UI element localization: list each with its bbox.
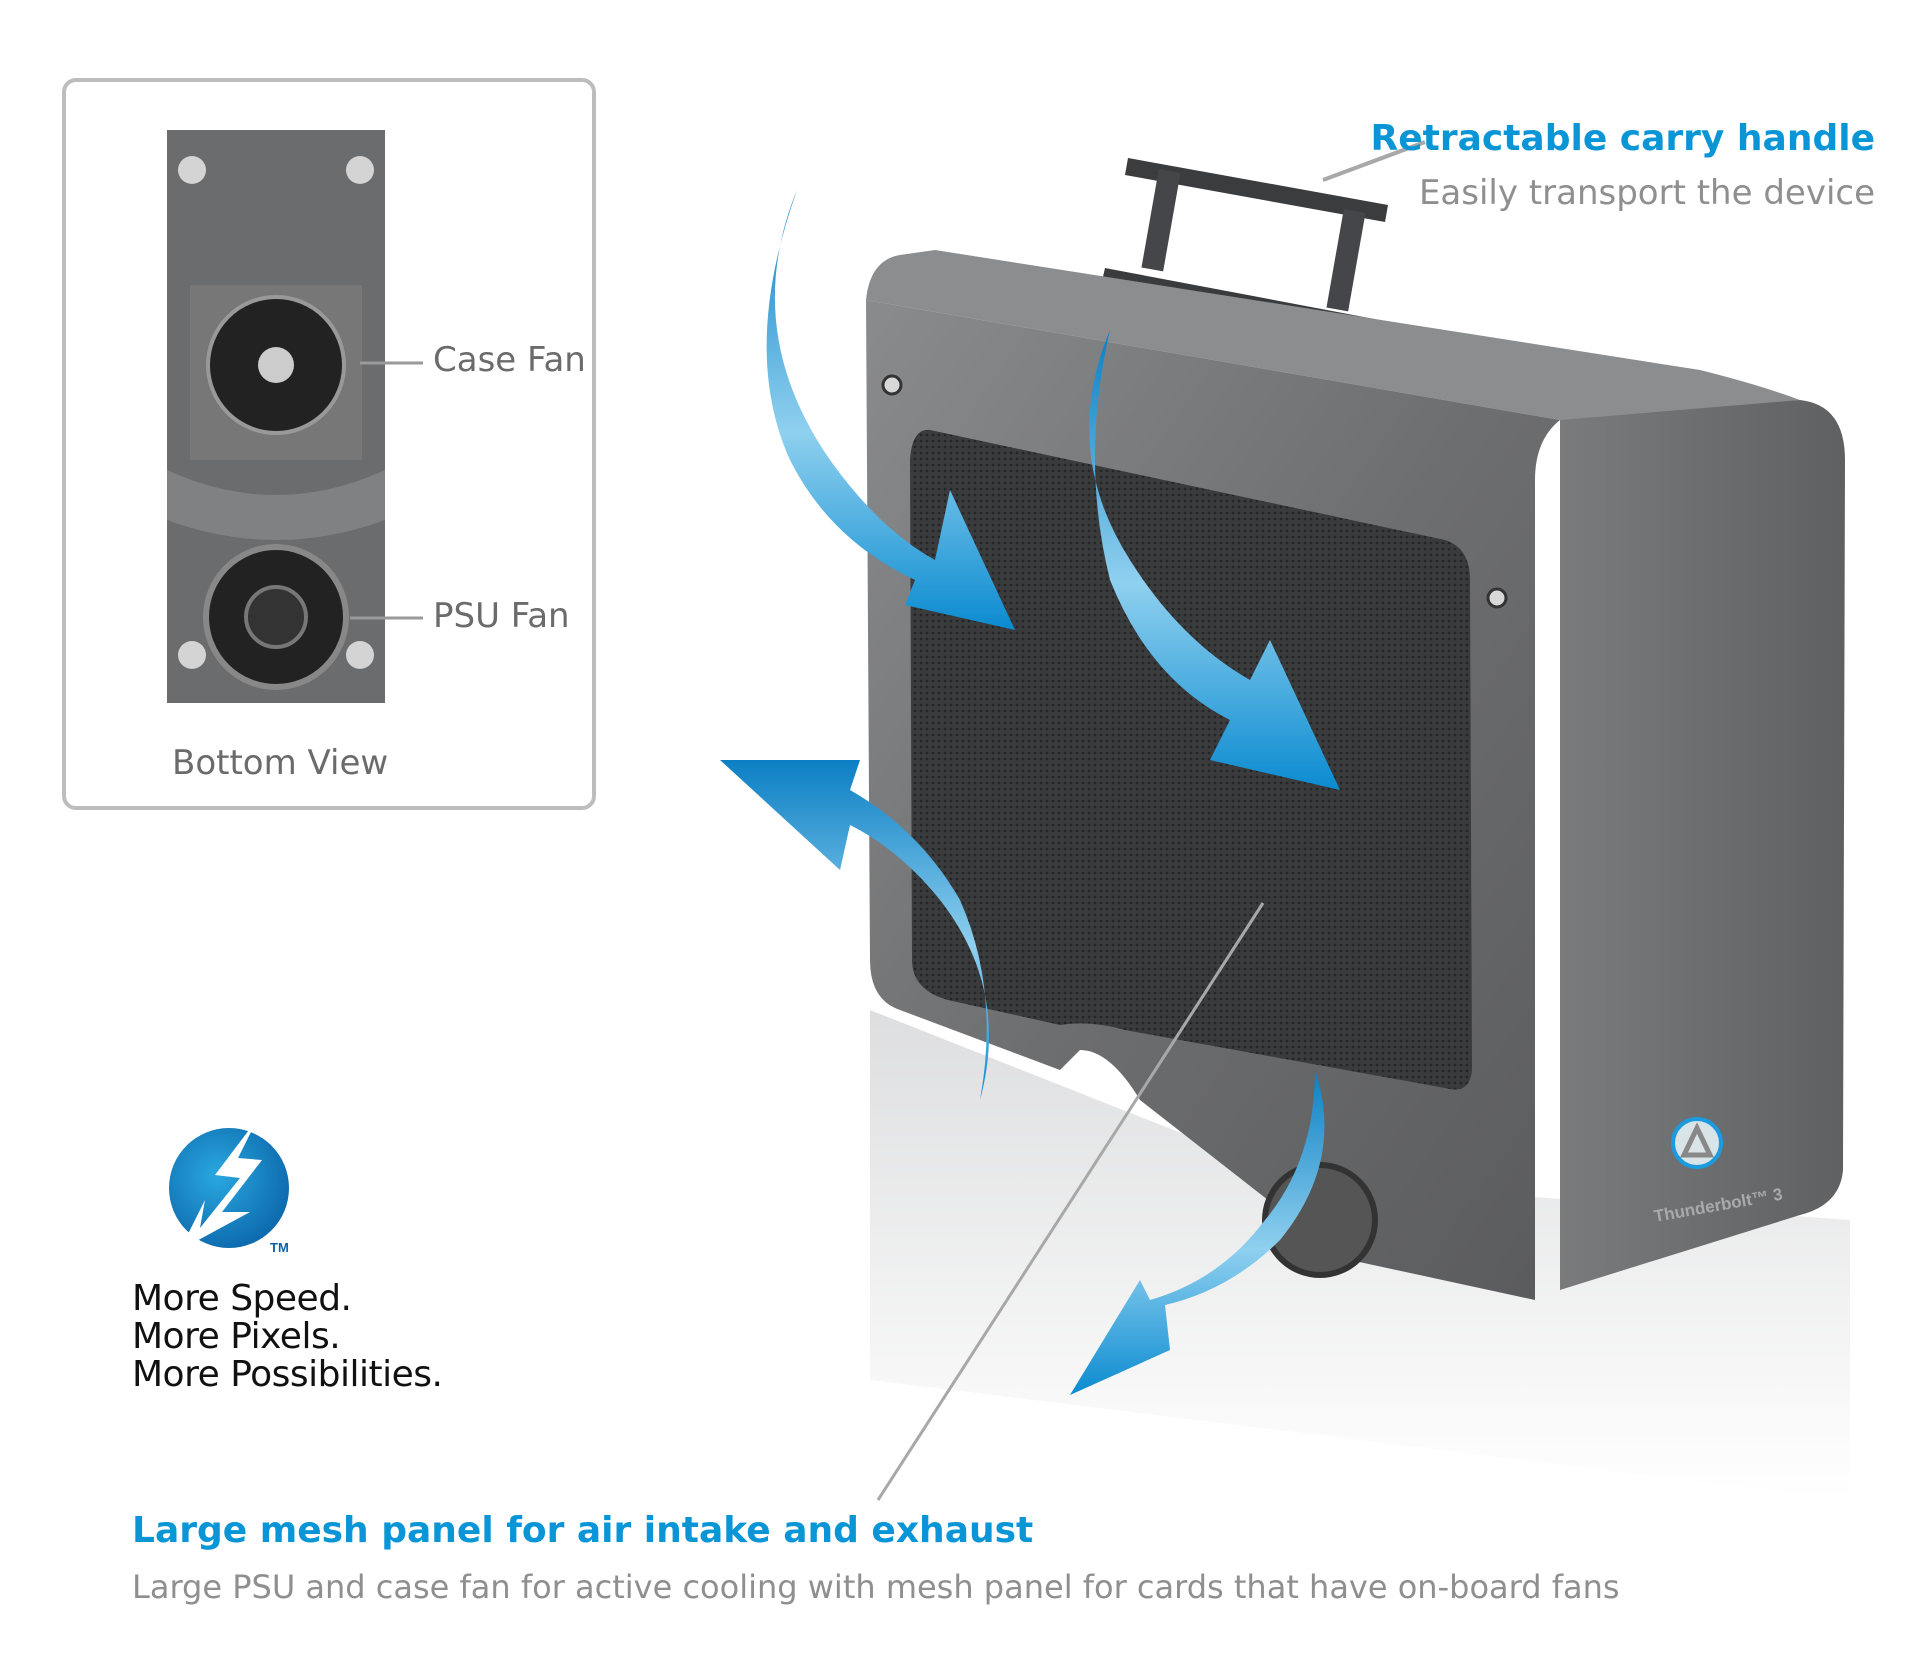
mesh-panel (910, 429, 1472, 1090)
case-fan-label: Case Fan (433, 340, 586, 380)
bottom-view-image (167, 130, 385, 703)
bottom-view-caption: Bottom View (172, 743, 389, 783)
power-button (1671, 1117, 1723, 1169)
device-side (1560, 400, 1845, 1290)
screw-icon (1486, 587, 1508, 609)
airflow-arrow-icon (720, 190, 1340, 1395)
handle-callout-subtitle: Easily transport the device (1418, 173, 1875, 213)
screw-icon (881, 374, 903, 396)
psu-fan-label: PSU Fan (433, 596, 570, 636)
mesh-callout-subtitle: Large PSU and case fan for active coolin… (132, 1568, 1620, 1606)
tagline: More Pixels. (132, 1316, 341, 1357)
trademark: TM (270, 1240, 289, 1255)
mesh-callout-title: Large mesh panel for air intake and exha… (132, 1510, 1034, 1551)
tagline: More Speed. (132, 1278, 352, 1319)
bottom-view-inset (62, 78, 596, 810)
taglines: More Speed. More Pixels. More Possibilit… (132, 1278, 443, 1395)
device-top (866, 250, 1800, 420)
tagline: More Possibilities. (132, 1354, 443, 1395)
thunderbolt-logo-icon (169, 1118, 289, 1250)
mesh-leader-line (876, 902, 1265, 1501)
handle-callout-title: Retractable carry handle (1370, 118, 1875, 159)
handle-leader-line (1322, 140, 1426, 182)
